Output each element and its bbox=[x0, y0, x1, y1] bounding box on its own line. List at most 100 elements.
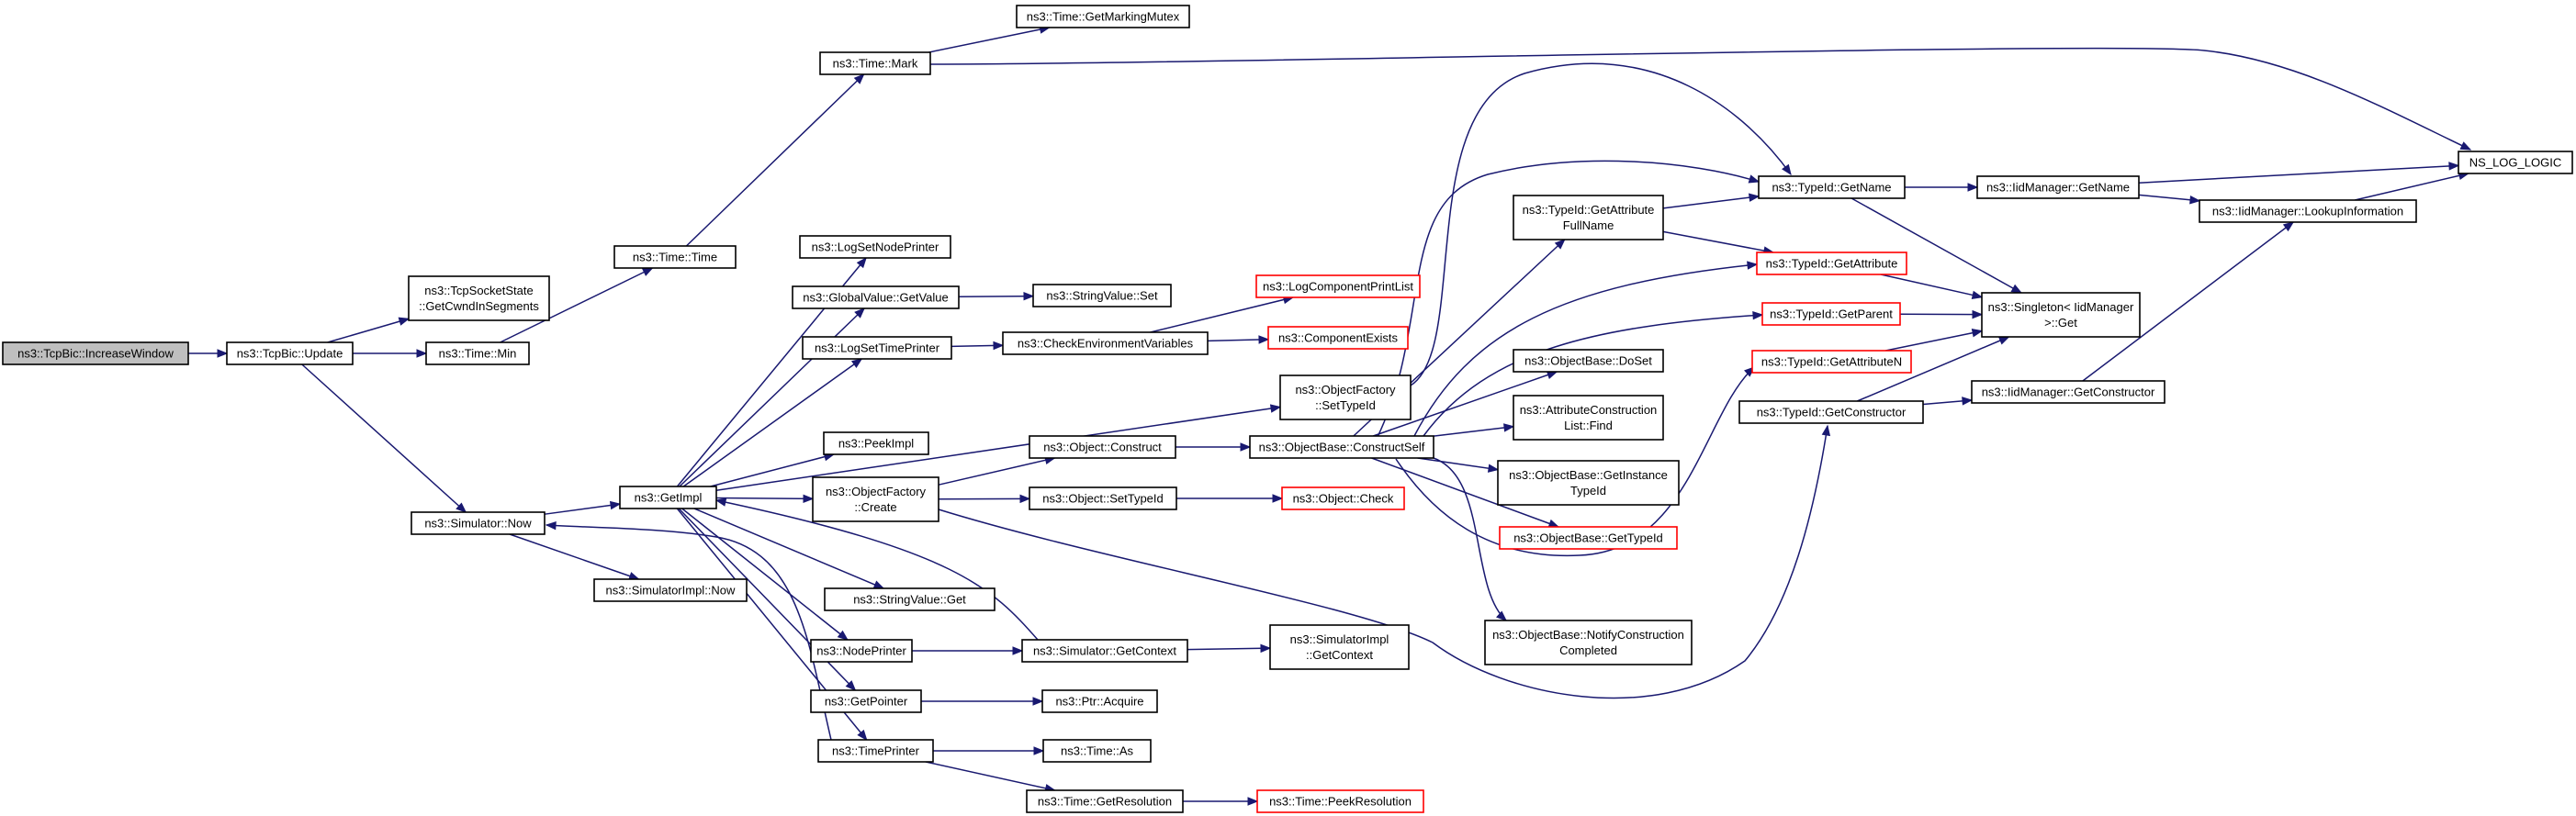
function-node[interactable]: NS_LOG_LOGIC bbox=[2458, 151, 2573, 174]
function-node[interactable]: ns3::LogComponentPrintList bbox=[1255, 274, 1421, 298]
edge-arrowhead bbox=[837, 630, 849, 641]
function-node[interactable]: ns3::Simulator::Now bbox=[411, 511, 546, 535]
edge-arrowhead bbox=[1240, 442, 1252, 452]
function-node[interactable]: ns3::TypeId::GetAttributeN bbox=[1751, 350, 1912, 374]
function-node[interactable]: ns3::NodePrinter bbox=[810, 639, 913, 663]
function-node[interactable]: ns3::Singleton< IidManager >::Get bbox=[1981, 292, 2141, 338]
function-node-box bbox=[2, 341, 189, 365]
function-node[interactable]: ns3::StringValue::Set bbox=[1032, 284, 1172, 307]
function-node[interactable]: ns3::TcpBic::IncreaseWindow bbox=[2, 341, 189, 365]
function-node[interactable]: ns3::PeekImpl bbox=[823, 431, 929, 455]
function-node[interactable]: ns3::Time::GetMarkingMutex bbox=[1016, 5, 1190, 28]
function-node[interactable]: ns3::Object::Check bbox=[1281, 486, 1405, 510]
call-edge-n4-n9 bbox=[544, 503, 621, 515]
call-edge-n23-n44 bbox=[1395, 366, 1755, 557]
function-node-label: ns3::ObjectFactory bbox=[1295, 383, 1396, 397]
call-edge-n42-n47 bbox=[1880, 274, 1983, 298]
edge-arrowhead bbox=[217, 349, 229, 358]
function-node[interactable]: ns3::TypeId::GetName bbox=[1758, 175, 1906, 199]
function-node-label: ns3::Time::Min bbox=[439, 347, 517, 361]
function-node-box bbox=[1267, 326, 1409, 350]
function-node[interactable]: ns3::Time::As bbox=[1042, 739, 1152, 763]
edge-arrowhead bbox=[853, 73, 865, 84]
function-node[interactable]: ns3::Time::Time bbox=[613, 245, 737, 269]
edge-arrowhead bbox=[1487, 464, 1500, 473]
function-node-label: ns3::Time::Time bbox=[633, 251, 717, 264]
call-edge-n35-n41 bbox=[1662, 196, 1760, 209]
function-node[interactable]: ns3::GlobalValue::GetValue bbox=[792, 285, 960, 309]
function-node[interactable]: ns3::TypeId::GetConstructor bbox=[1738, 400, 1924, 424]
function-node-label: NS_LOG_LOGIC bbox=[2469, 156, 2561, 170]
function-node-label: ns3::StringValue::Set bbox=[1046, 289, 1158, 303]
function-node-box bbox=[1738, 400, 1924, 424]
edge-arrowhead bbox=[1971, 329, 1984, 338]
function-node[interactable]: ns3::ObjectBase::ConstructSelf bbox=[1249, 435, 1434, 459]
function-node[interactable]: ns3::IidManager::GetConstructor bbox=[1971, 380, 2165, 404]
function-node[interactable]: ns3::Object::SetTypeId bbox=[1029, 486, 1177, 510]
function-node[interactable]: ns3::GetPointer bbox=[810, 689, 922, 713]
function-node[interactable]: ns3::Object::Construct bbox=[1029, 435, 1176, 459]
function-node[interactable]: ns3::IidManager::GetName bbox=[1976, 175, 2140, 199]
function-node[interactable]: ns3::CheckEnvironmentVariables bbox=[1002, 331, 1209, 355]
call-edge-n23-n40 bbox=[1433, 457, 1507, 621]
function-node[interactable]: ns3::SimulatorImpl::Now bbox=[593, 578, 748, 602]
node-layer: ns3::TcpBic::IncreaseWindow ns3::TcpBic::… bbox=[2, 5, 2573, 813]
function-node[interactable]: ns3::Time::GetResolution bbox=[1026, 789, 1184, 813]
function-node[interactable]: ns3::Time::Min bbox=[425, 341, 530, 365]
function-node-label: ns3::TypeId::GetName bbox=[1772, 181, 1891, 195]
function-node[interactable]: ns3::IidManager::LookupInformation bbox=[2199, 199, 2417, 223]
function-node-box bbox=[1256, 789, 1424, 813]
function-node[interactable]: ns3::Time::PeekResolution bbox=[1256, 789, 1424, 813]
function-node[interactable]: ns3::Simulator::GetContext bbox=[1021, 639, 1188, 663]
function-node-box bbox=[1976, 175, 2140, 199]
function-node-box bbox=[1971, 380, 2165, 404]
function-node-box bbox=[408, 275, 550, 321]
function-node[interactable]: ns3::GetImpl bbox=[619, 486, 717, 509]
function-node-box bbox=[812, 476, 939, 522]
function-node-label: ns3::ObjectBase::ConstructSelf bbox=[1259, 441, 1425, 454]
edge-arrowhead bbox=[1554, 239, 1566, 250]
function-node[interactable]: ns3::StringValue::Get bbox=[824, 587, 996, 611]
call-edge-n23-n36 bbox=[1373, 371, 1558, 437]
call-edge-n9-n14 bbox=[682, 358, 862, 487]
function-node-box bbox=[1756, 252, 1907, 275]
function-node[interactable]: ns3::ObjectFactory::Create bbox=[812, 476, 939, 522]
call-edge-n3-n5 bbox=[500, 267, 653, 343]
function-node[interactable]: ns3::TcpBic::Update bbox=[226, 341, 354, 365]
edge-arrowhead bbox=[416, 349, 428, 358]
function-node-box bbox=[817, 739, 934, 763]
function-node-label: List::Find bbox=[1564, 419, 1613, 432]
function-node[interactable]: ns3::Ptr::Acquire bbox=[1041, 689, 1158, 713]
function-node[interactable]: ns3::ObjectBase::NotifyConstructionCompl… bbox=[1484, 620, 1693, 665]
call-edge-n23-n38 bbox=[1417, 457, 1499, 471]
function-node[interactable]: ns3::TcpSocketState::GetCwndInSegments bbox=[408, 275, 550, 321]
function-node[interactable]: ns3::TypeId::GetParent bbox=[1761, 302, 1901, 326]
function-node[interactable]: ns3::ObjectFactory::SetTypeId bbox=[1279, 374, 1412, 420]
function-node-label: ns3::Ptr::Acquire bbox=[1055, 695, 1143, 709]
function-node-box bbox=[593, 578, 748, 602]
call-edge-n15-n16 bbox=[1150, 296, 1294, 333]
function-node[interactable]: ns3::LogSetNodePrinter bbox=[799, 235, 951, 259]
function-node[interactable]: ns3::TimePrinter bbox=[817, 739, 934, 763]
function-node[interactable]: ns3::ObjectBase::GetTypeId bbox=[1499, 526, 1678, 550]
function-node-box bbox=[1981, 292, 2141, 338]
edge-arrowhead bbox=[2459, 141, 2472, 151]
call-edge-n27-n28 bbox=[1187, 647, 1271, 651]
function-node[interactable]: ns3::SimulatorImpl::GetContext bbox=[1269, 624, 1410, 670]
function-node[interactable]: ns3::LogSetTimePrinter bbox=[802, 336, 952, 360]
function-node-label: ns3::GetImpl bbox=[635, 491, 703, 505]
function-node-label: ns3::Time::Mark bbox=[833, 57, 918, 71]
function-node-label: ns3::AttributeConstruction bbox=[1520, 403, 1658, 417]
function-node[interactable]: ns3::TypeId::GetAttribute bbox=[1756, 252, 1907, 275]
call-edge-n1-n2 bbox=[327, 318, 410, 343]
call-edge-n46-n49 bbox=[2138, 194, 2200, 202]
function-node[interactable]: ns3::Time::Mark bbox=[819, 51, 931, 75]
function-node[interactable]: ns3::ObjectBase::DoSet bbox=[1513, 349, 1664, 373]
function-node-label: ::GetCwndInSegments bbox=[419, 299, 539, 313]
call-edge-n45-n47 bbox=[1857, 336, 2009, 402]
function-node-label: ::SetTypeId bbox=[1315, 398, 1376, 412]
function-node[interactable]: ns3::ComponentExists bbox=[1267, 326, 1409, 350]
